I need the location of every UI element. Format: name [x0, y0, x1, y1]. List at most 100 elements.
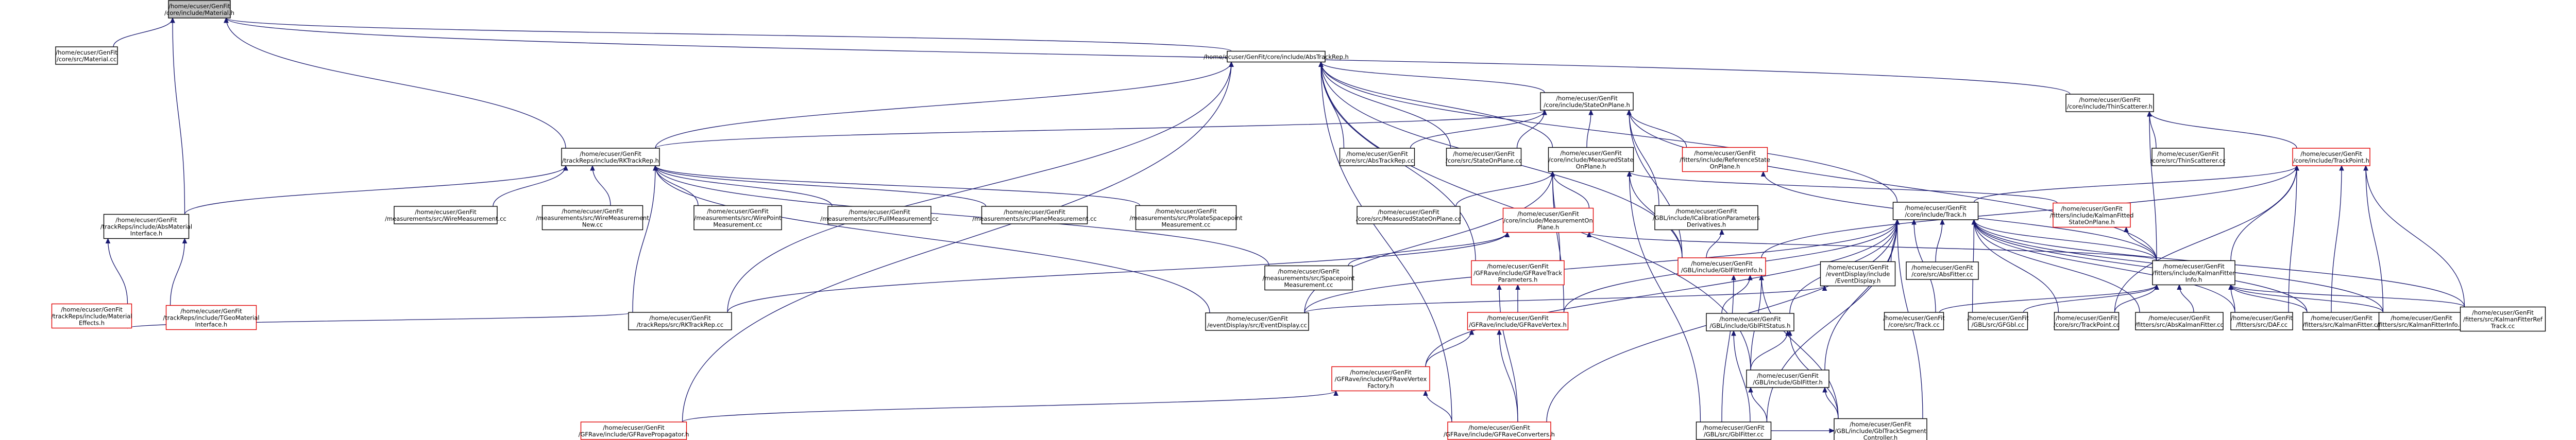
node-gbl-fitterinfo-h[interactable]: /home/ecuser/GenFit/GBL/include/GblFitte…	[1677, 257, 1766, 276]
node-label: /home/ecuser/GenFit	[115, 217, 177, 224]
node-label: /core/include/StateOnPlane.h	[1544, 101, 1630, 109]
node-label: /home/ecuser/GenFit	[1850, 421, 1911, 428]
edge-line	[1455, 171, 1553, 207]
node-kalman-fitter-cc[interactable]: /home/ecuser/GenFit/fitters/src/KalmanFi…	[2302, 312, 2381, 330]
edge-gbl-fitterinfo-h-to-gbl-fitter-cc	[1721, 274, 1736, 423]
node-rktrackrep-h[interactable]: /home/ecuser/GenFit/trackReps/include/RK…	[561, 148, 660, 166]
node-abs-kalman-fitter-cc[interactable]: /home/ecuser/GenFit/fitters/src/AbsKalma…	[2135, 312, 2224, 330]
node-wire-measurement-new-cc[interactable]: /home/ecuser/GenFit/measurements/src/Wir…	[536, 205, 649, 231]
edge-line	[1304, 171, 1553, 313]
node-absfitter-cc[interactable]: /home/ecuser/GenFit/core/src/AbsFitter.c…	[1906, 261, 1979, 280]
node-box	[2053, 202, 2131, 228]
node-plane-measurement-cc[interactable]: /home/ecuser/GenFit/measurements/src/Pla…	[972, 206, 1097, 224]
node-daf-cc[interactable]: /home/ecuser/GenFit/fitters/src/DAF.cc	[2230, 312, 2293, 330]
edge-line	[226, 17, 1232, 52]
node-label: /fitters/include/KalmanFitter	[2153, 270, 2235, 277]
edge-measured-stateonplane-h-to-gfrave-vertex-h	[1550, 171, 1565, 313]
node-gfgbl-cc[interactable]: /home/ecuser/GenFit/GBL/src/GFGbl.cc	[1967, 312, 2029, 330]
edge-arrowhead	[2147, 111, 2152, 117]
edge-line	[1629, 110, 1687, 148]
node-label: /home/ecuser/GenFit	[180, 308, 242, 315]
edge-arrowhead	[1911, 219, 1917, 225]
node-label: /trackReps/include/RKTrackRep.h	[562, 157, 659, 164]
node-abs-material-interface-h[interactable]: /home/ecuser/GenFit/trackReps/include/Ab…	[100, 214, 192, 239]
node-gfrave-vertex-h[interactable]: /home/ecuser/GenFit/GFRave/include/GFRav…	[1467, 312, 1569, 330]
node-label: /trackReps/include/Material	[51, 313, 132, 320]
node-gbl-fitstatus-h[interactable]: /home/ecuser/GenFit/GBL/include/GblFitSt…	[1706, 313, 1794, 331]
edge-thinscatterer-h-to-trackpoint-h	[2147, 111, 2297, 149]
node-trackpoint-cc[interactable]: /home/ecuser/GenFit/core/src/TrackPoint.…	[2054, 312, 2120, 330]
node-trackpoint-h[interactable]: /home/ecuser/GenFit/core/include/TrackPo…	[2292, 148, 2370, 166]
node-event-display-h[interactable]: /home/ecuser/GenFit/eventDisplay/include…	[1820, 261, 1896, 287]
node-thinscatterer-h[interactable]: /home/ecuser/GenFit/core/include/ThinSca…	[2065, 94, 2154, 112]
node-gbl-track-segment-controller-h[interactable]: /home/ecuser/GenFit/GBL/include/GblTrack…	[1834, 418, 1927, 440]
edge-arrowhead	[2294, 165, 2299, 171]
edge-line	[1733, 330, 1751, 423]
edge-arrowhead	[590, 165, 595, 171]
node-box	[1446, 148, 1522, 166]
node-kalman-fitter-refined-track-cc[interactable]: /home/ecuser/GenFit/fitters/src/KalmanFi…	[2460, 306, 2546, 332]
node-label: /fitters/include/KalmanFitted	[2050, 212, 2134, 219]
edge-line	[2023, 285, 2157, 313]
node-prolate-spacepoint-measurement-cc[interactable]: /home/ecuser/GenFit/measurements/src/Pro…	[1129, 205, 1243, 231]
node-kalman-fitterinfo-cc[interactable]: /home/ecuser/GenFit/fitters/src/KalmanFi…	[2377, 312, 2466, 330]
edge-kalman-fitterinfo-h-to-kalman-fitter-refined-track-cc	[2228, 284, 2465, 308]
node-tgeo-material-interface-h[interactable]: /home/ecuser/GenFit/trackReps/include/TG…	[163, 305, 260, 330]
edge-trackpoint-h-to-kalman-fitterinfo-cc	[2363, 165, 2384, 313]
node-gfrave-converters-h[interactable]: /home/ecuser/GenFit/GFRave/include/GFRav…	[1444, 421, 1555, 440]
node-label: /GBL/include/GblFitter.h	[1753, 379, 1823, 386]
edge-abstrackrep-h-to-rktrackrep-h	[655, 61, 1234, 149]
edge-arrowhead	[1940, 219, 1945, 225]
node-label: Interface.h	[195, 321, 227, 328]
node-gfrave-track-parameters-h[interactable]: /home/ecuser/GenFit/GFRave/include/GFRav…	[1471, 260, 1565, 286]
node-gfrave-propagator-h[interactable]: /home/ecuser/GenFit/GFRave/include/GFRav…	[579, 421, 689, 440]
node-stateonplane-h[interactable]: /home/ecuser/GenFit/core/include/StateOn…	[1540, 92, 1634, 111]
node-label: /GBL/include/GblFitterInfo.h	[1681, 267, 1762, 274]
edge-abstrackrep-h-to-measured-stateonplane-h	[1318, 61, 1553, 148]
node-measurement-on-plane-h[interactable]: /home/ecuser/GenFit/core/include/Measure…	[1502, 207, 1594, 233]
node-box	[2292, 148, 2370, 166]
node-thinscatterer-cc[interactable]: /home/ecuser/GenFit/core/src/ThinScatter…	[2150, 148, 2226, 166]
node-full-measurement-cc[interactable]: /home/ecuser/GenFit/measurements/src/Ful…	[820, 206, 939, 224]
node-label: Controller.h	[1863, 434, 1897, 440]
edge-arrowhead	[1760, 171, 1766, 177]
node-calibration-parameters-h[interactable]: /home/ecuser/GenFit/GBL/include/ICalibra…	[1653, 205, 1760, 231]
node-label: /core/include/Track.h	[1905, 211, 1966, 218]
node-kalman-fitterinfo-h[interactable]: /home/ecuser/GenFit/fitters/include/Kalm…	[2152, 260, 2235, 286]
edge-line	[226, 17, 566, 149]
node-material-effects-h[interactable]: /home/ecuser/GenFit/trackReps/include/Ma…	[51, 303, 132, 329]
node-kalman-fitted-stateonplane-h[interactable]: /home/ecuser/GenFit/fitters/include/Kalm…	[2050, 202, 2134, 228]
node-abstrackrep-h[interactable]: /home/ecuser/GenFit/core/include/AbsTrac…	[1204, 50, 1349, 63]
edge-arrowhead	[1626, 109, 1632, 115]
node-box	[1706, 313, 1794, 331]
node-label: /GBL/include/ICalibrationParameters	[1653, 215, 1760, 222]
node-label: /fitters/src/AbsKalmanFitter.cc	[2135, 321, 2224, 328]
edge-line	[1552, 171, 1590, 208]
node-track-h[interactable]: /home/ecuser/GenFit/core/include/Track.h	[1892, 202, 1979, 220]
edge-arrowhead	[1759, 274, 1764, 280]
node-measured-stateonplane-cc[interactable]: /home/ecuser/GenFit/core/src/MeasuredSta…	[1356, 206, 1461, 224]
edge-line	[1629, 171, 2058, 204]
node-measured-stateonplane-h[interactable]: /home/ecuser/GenFit/core/include/Measure…	[1548, 147, 1634, 172]
node-gfrave-vertex-factory-h[interactable]: /home/ecuser/GenFit/GFRave/include/GFRav…	[1331, 366, 1430, 392]
node-wire-measurement-cc[interactable]: /home/ecuser/GenFit/measurements/src/Wir…	[385, 206, 506, 224]
node-reference-stateonplane-h[interactable]: /home/ecuser/GenFit/fitters/include/Refe…	[1680, 147, 1770, 172]
node-spacepoint-measurement-cc[interactable]: /home/ecuser/GenFit/measurements/src/Spa…	[1262, 265, 1355, 291]
node-label: /measurements/src/Spacepoint	[1262, 275, 1354, 282]
node-rktrackrep-cc[interactable]: /home/ecuser/GenFit/trackReps/src/RKTrac…	[628, 312, 732, 330]
node-wire-point-measurement-cc[interactable]: /home/ecuser/GenFit/measurements/src/Wir…	[693, 205, 782, 231]
node-label: /core/include/MeasuredState	[1549, 156, 1634, 164]
node-event-display-cc[interactable]: /home/ecuser/GenFit/eventDisplay/src/Eve…	[1205, 312, 1309, 331]
node-label: New.cc	[582, 221, 603, 228]
node-abstrackrep-cc[interactable]: /home/ecuser/GenFit/core/src/AbsTrackRep…	[1339, 148, 1415, 166]
edge-line	[1320, 62, 1452, 423]
edge-gbl-track-segment-controller-h-to-gbl-fitter-cc	[1771, 428, 1835, 433]
node-label: /home/ecuser/GenFit	[1004, 208, 1065, 216]
node-gbl-fitter-h[interactable]: /home/ecuser/GenFit/GBL/include/GblFitte…	[1746, 369, 1829, 388]
edge-line	[1750, 387, 1768, 423]
node-track-cc[interactable]: /home/ecuser/GenFit/core/src/Track.cc	[1883, 312, 1945, 330]
node-stateonplane-cc[interactable]: /home/ecuser/GenFit/core/src/StateOnPlan…	[1446, 148, 1522, 166]
node-material-cc[interactable]: /home/ecuser/GenFit/core/src/Material.cc	[55, 46, 118, 65]
edge-line	[655, 165, 987, 207]
node-gbl-fitter-cc[interactable]: /home/ecuser/GenFit/GBL/src/GblFitter.cc	[1696, 421, 1772, 440]
